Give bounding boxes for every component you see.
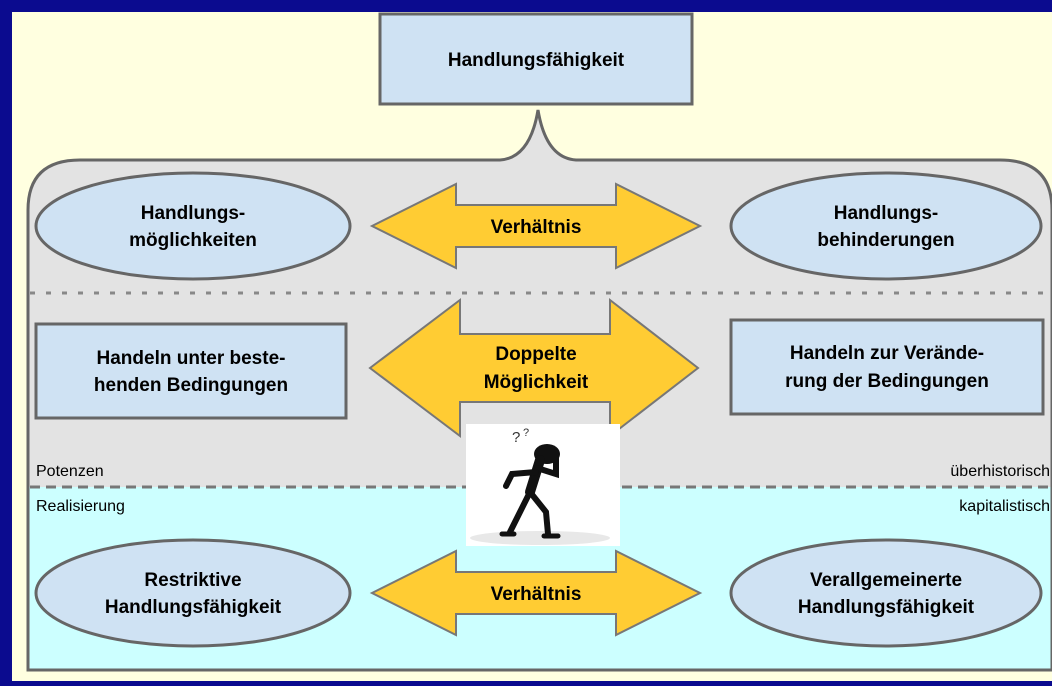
svg-text:?: ? <box>512 429 520 446</box>
left-middle-box-line2: henden Bedingungen <box>94 375 288 396</box>
top-box-label: Handlungsfähigkeit <box>448 50 625 71</box>
right-middle-box-line2: rung der Bedingungen <box>785 371 989 392</box>
right-lower-ellipse <box>729 538 1043 648</box>
realisierung-label: Realisierung <box>36 498 125 515</box>
right-lower-ellipse-line2: Handlungsfähigkeit <box>798 597 975 618</box>
left-lower-ellipse <box>34 538 352 648</box>
right-upper-ellipse-line1: Handlungs- <box>834 203 939 224</box>
middle-arrow-line1: Doppelte <box>495 344 576 365</box>
upper-double-arrow <box>369 182 703 270</box>
right-lower-ellipse-line1: Verallgemeinerte <box>810 570 962 591</box>
middle-double-arrow <box>368 297 700 439</box>
left-lower-ellipse-line2: Handlungsfähigkeit <box>105 597 282 618</box>
left-lower-ellipse-line1: Restriktive <box>144 570 241 591</box>
middle-arrow-line2: Möglichkeit <box>484 372 589 393</box>
left-upper-ellipse-line1: Handlungs- <box>141 203 246 224</box>
upper-arrow-label: Verhältnis <box>491 217 582 238</box>
ueberhistorisch-label: überhistorisch <box>950 463 1050 480</box>
left-middle-box <box>34 322 348 420</box>
lower-arrow-label: Verhältnis <box>491 584 582 605</box>
right-upper-ellipse <box>729 171 1043 281</box>
left-upper-ellipse-line2: möglichkeiten <box>129 230 257 251</box>
svg-text:?: ? <box>523 427 529 439</box>
left-middle-box-line1: Handeln unter beste- <box>97 348 286 369</box>
top-box <box>378 12 694 106</box>
right-upper-ellipse-line2: behinderungen <box>817 230 954 251</box>
thinking-stick-figure-icon: ? ? <box>466 424 620 546</box>
lower-double-arrow <box>369 549 703 637</box>
right-middle-box-line1: Handeln zur Verände- <box>790 343 984 364</box>
potenzen-label: Potenzen <box>36 463 104 480</box>
right-middle-box <box>729 318 1045 416</box>
container-outline <box>26 109 1052 672</box>
kapitalistisch-label: kapitalistisch <box>959 498 1050 515</box>
left-upper-ellipse <box>34 171 352 281</box>
